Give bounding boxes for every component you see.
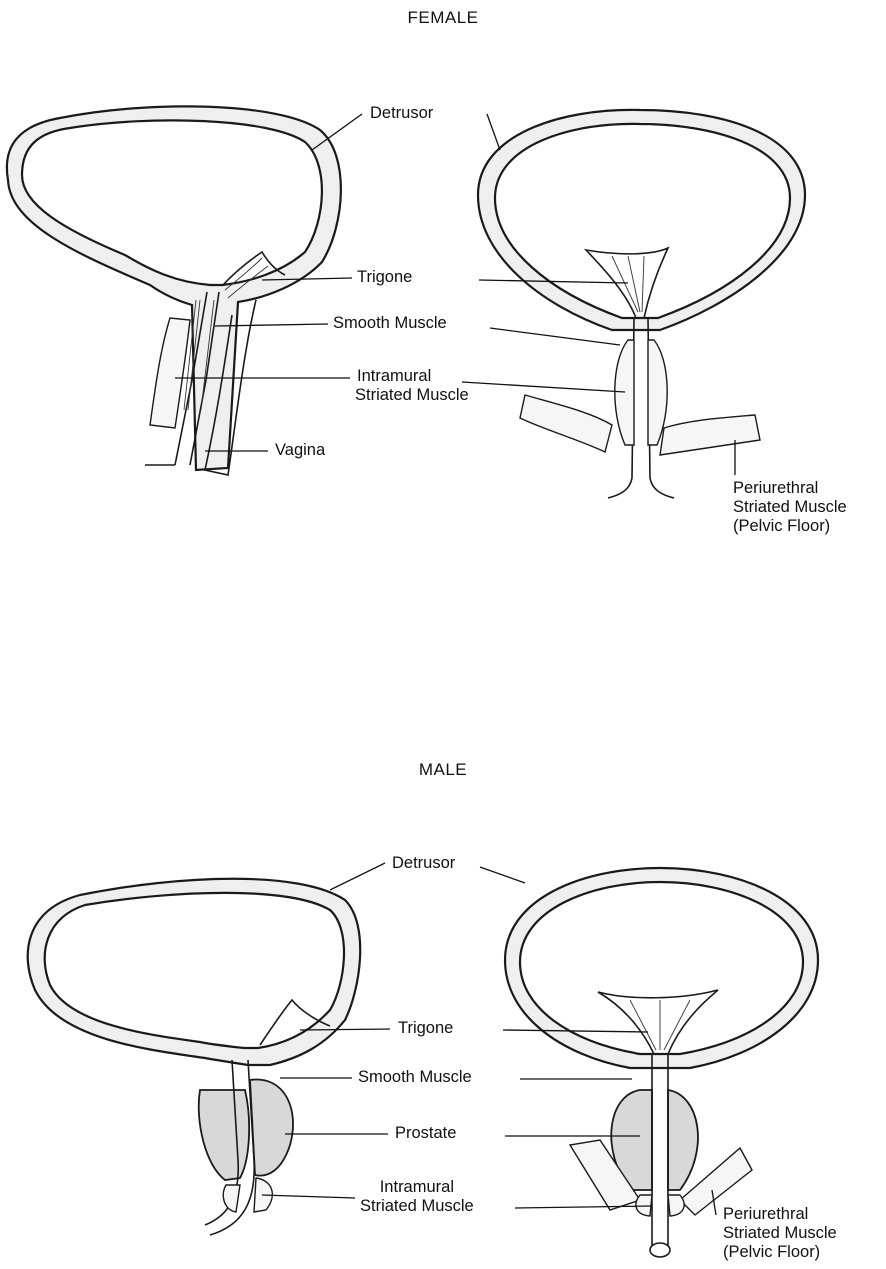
male-sagittal-view xyxy=(28,879,361,1235)
male-label-detrusor: Detrusor xyxy=(392,854,455,873)
female-label-detrusor: Detrusor xyxy=(370,104,433,123)
female-label-periurethral-line2: Striated Muscle xyxy=(733,498,847,517)
female-label-periurethral-line1: Periurethral xyxy=(733,479,847,498)
male-label-intramural-line1: Intramural xyxy=(360,1178,474,1197)
female-frontal-pelvic-floor-right xyxy=(660,415,760,455)
female-sagittal-view xyxy=(7,106,341,475)
male-label-prostate: Prostate xyxy=(395,1124,456,1143)
male-frontal-urethra-opening xyxy=(650,1243,670,1257)
female-label-trigone: Trigone xyxy=(357,268,412,287)
female-label-periurethral: Periurethral Striated Muscle (Pelvic Flo… xyxy=(733,479,847,536)
female-intramural-muscle xyxy=(150,318,190,428)
male-label-smooth-muscle: Smooth Muscle xyxy=(358,1068,472,1087)
female-label-vagina: Vagina xyxy=(275,441,325,460)
male-label-periurethral-line1: Periurethral xyxy=(723,1205,837,1224)
male-label-periurethral: Periurethral Striated Muscle (Pelvic Flo… xyxy=(723,1205,837,1262)
male-sagittal-prostate xyxy=(199,1090,249,1180)
female-title: FEMALE xyxy=(0,8,886,28)
female-label-intramural-line1: Intramural xyxy=(355,367,469,386)
male-label-intramural-line2: Striated Muscle xyxy=(360,1197,474,1216)
male-frontal-view xyxy=(505,868,818,1257)
male-label-intramural: Intramural Striated Muscle xyxy=(360,1178,474,1216)
male-sagittal-intramural-muscle xyxy=(223,1185,240,1212)
female-label-intramural: Intramural Striated Muscle xyxy=(355,367,469,405)
female-frontal-view xyxy=(478,110,805,498)
female-label-periurethral-line3: (Pelvic Floor) xyxy=(733,517,847,536)
female-frontal-pelvic-floor-left xyxy=(520,395,612,452)
male-label-periurethral-line3: (Pelvic Floor) xyxy=(723,1243,837,1262)
female-label-intramural-line2: Striated Muscle xyxy=(355,386,469,405)
female-label-smooth-muscle: Smooth Muscle xyxy=(333,314,447,333)
male-title: MALE xyxy=(0,760,886,780)
female-sagittal-lumen xyxy=(22,120,322,285)
male-label-periurethral-line2: Striated Muscle xyxy=(723,1224,837,1243)
male-label-trigone: Trigone xyxy=(398,1019,453,1038)
